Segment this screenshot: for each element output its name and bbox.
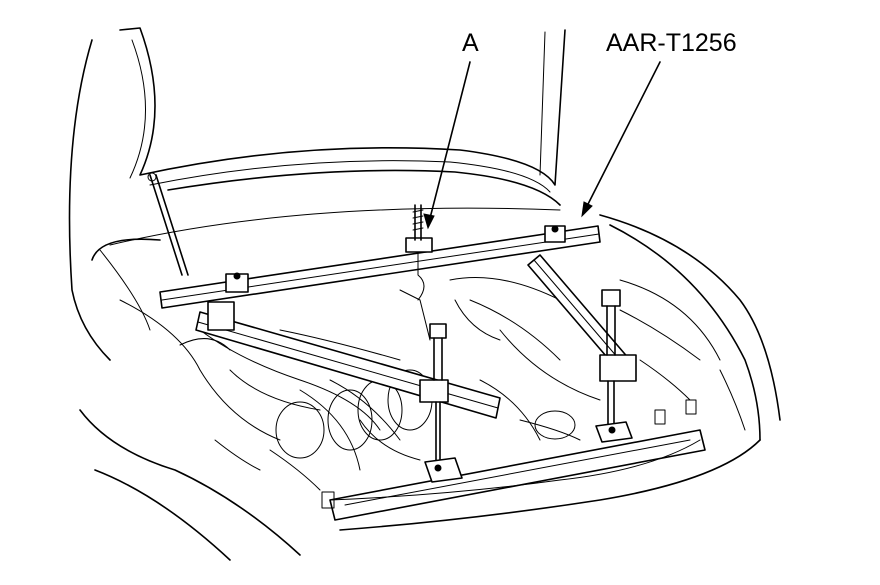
part-label-a: A xyxy=(462,29,479,57)
left-diagonal-arm xyxy=(195,301,501,419)
radiator-support xyxy=(321,399,706,521)
car-body xyxy=(68,39,781,561)
left-adjuster-post xyxy=(424,323,463,483)
leader-lines xyxy=(423,61,661,230)
hood-prop-rod xyxy=(147,172,189,276)
right-diagonal-arm xyxy=(527,254,637,382)
tool-number-label: AAR-T1256 xyxy=(606,29,737,57)
hood xyxy=(109,27,566,246)
main-cross-beam xyxy=(159,225,601,309)
center-attachment xyxy=(405,204,433,301)
right-adjuster-post xyxy=(595,289,633,443)
engine-compartment xyxy=(119,277,701,491)
